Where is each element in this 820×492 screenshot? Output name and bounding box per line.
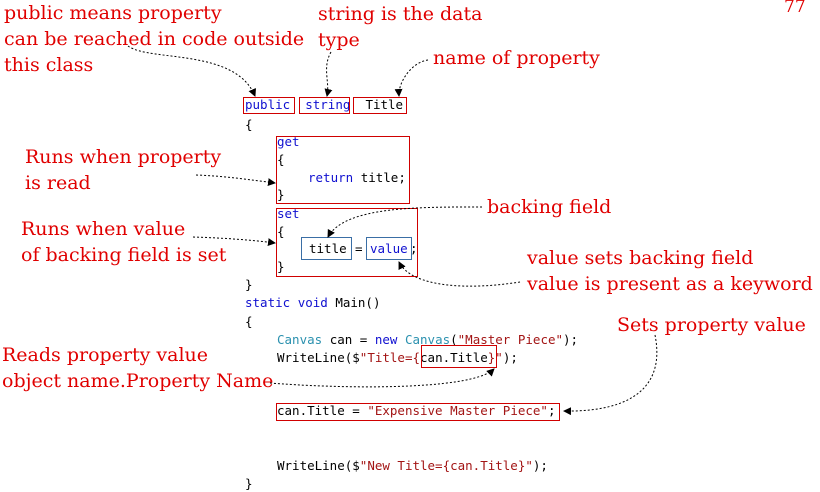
code-line-brace: } (277, 187, 285, 202)
code-line-brace: } (277, 259, 285, 274)
string-highlight-box (299, 97, 350, 114)
value-keyword-box (366, 237, 412, 260)
arrow-string (324, 51, 333, 97)
public-highlight-box (243, 97, 295, 114)
annotation-runs-when-set: Runs when value of backing field is set (21, 216, 226, 268)
code-token: get (277, 134, 300, 149)
code-line-canvas: Canvas can = new Canvas("Master Piece"); (277, 331, 578, 349)
annotation-line: of backing field is set (21, 244, 227, 266)
annotation-backing-field: backing field (487, 196, 612, 218)
code-line-brace: { (245, 117, 253, 132)
annotation-runs-when-read: Runs when property is read (25, 144, 221, 196)
page-number: 77 (784, 0, 806, 17)
code-token: Title (365, 97, 404, 112)
annotation-line: Reads property value (2, 344, 209, 366)
code-token: title; (360, 170, 406, 185)
arrow-set (192, 236, 276, 247)
annotation-line: value is present as a keyword (527, 273, 813, 295)
code-token: can.Title = (277, 403, 360, 418)
annotation-string-type: string is the data type (318, 1, 482, 53)
code-line-get: get (277, 133, 300, 151)
code-token: void (297, 295, 328, 310)
code-token: static (245, 295, 291, 310)
arrow-public (127, 45, 256, 97)
code-line-brace: } (245, 277, 253, 292)
code-token: ; (547, 403, 556, 418)
code-token: new (374, 332, 398, 347)
code-token: Canvas (404, 332, 451, 347)
code-token: "Expensive Master Piece" (367, 403, 548, 418)
annotation-line: object name.Property Name (2, 370, 274, 392)
code-line-declaration: public string Title (245, 96, 403, 114)
title-highlight-box (353, 97, 407, 114)
code-token: return (308, 170, 354, 185)
annotation-line: string is the data (318, 3, 483, 25)
code-token: ); (563, 332, 579, 347)
arrow-backing-field (327, 206, 483, 238)
code-token: ); (502, 350, 518, 365)
code-token: WriteLine($ (277, 350, 360, 365)
code-line-writeline-2: WriteLine($"New Title={can.Title}"); (277, 457, 548, 475)
code-token: can = (329, 332, 368, 347)
code-token: }" (487, 350, 503, 365)
get-block-box (276, 136, 410, 204)
code-token-value: value (370, 241, 408, 256)
code-token: string (305, 97, 351, 112)
code-line-set: set (277, 205, 300, 223)
code-token-assign: = (355, 241, 363, 256)
interpolation-highlight-box (421, 345, 497, 368)
code-line-assign: can.Title = "Expensive Master Piece"; (277, 402, 555, 420)
code-token: WriteLine($ (277, 458, 360, 473)
code-token-field: title (309, 241, 347, 256)
code-token: can.Title (420, 350, 488, 365)
code-line-brace: { (245, 314, 253, 329)
code-token: "Title={ (359, 350, 421, 365)
code-token: Main() (335, 295, 381, 310)
annotation-line: Runs when value (21, 218, 186, 240)
code-line-brace: } (245, 476, 253, 491)
code-line-brace: { (277, 152, 285, 167)
code-token: ( (450, 332, 458, 347)
backing-field-box (301, 237, 352, 260)
set-block-box (276, 208, 418, 277)
annotation-value-sets: value sets backing field value is presen… (527, 245, 813, 297)
code-line-main: static void Main() (245, 294, 380, 312)
assignment-highlight-box (276, 403, 560, 421)
annotation-line: this class (4, 54, 94, 76)
annotation-line: value sets backing field (527, 247, 754, 269)
annotation-line: public means property (4, 2, 222, 24)
arrow-value (398, 261, 521, 287)
code-line-return: return title; (308, 169, 406, 187)
code-line-writeline-1: WriteLine($"Title={can.Title}"); (277, 349, 518, 367)
code-token: ); (532, 458, 548, 473)
annotation-line: is read (25, 172, 91, 194)
arrow-reads (269, 368, 495, 388)
code-token: set (277, 206, 300, 221)
annotation-line: type (318, 29, 360, 51)
annotation-name-of-property: name of property (433, 47, 600, 69)
code-token: "Master Piece" (457, 332, 564, 347)
annotation-reads-property: Reads property value object name.Propert… (2, 342, 273, 394)
arrow-sets-value (563, 334, 658, 416)
code-token: Canvas (277, 332, 323, 347)
code-token-semicolon: ; (410, 241, 418, 256)
annotation-public-means: public means property can be reached in … (4, 0, 304, 78)
code-token: public (245, 97, 291, 112)
annotation-sets-property-value: Sets property value (617, 314, 806, 336)
code-token: "New Title={can.Title}" (359, 458, 533, 473)
annotation-line: can be reached in code outside (4, 28, 305, 50)
arrow-name (394, 59, 429, 97)
annotation-line: Runs when property (25, 146, 222, 168)
code-line-brace: { (277, 224, 285, 239)
arrow-get (195, 174, 276, 187)
